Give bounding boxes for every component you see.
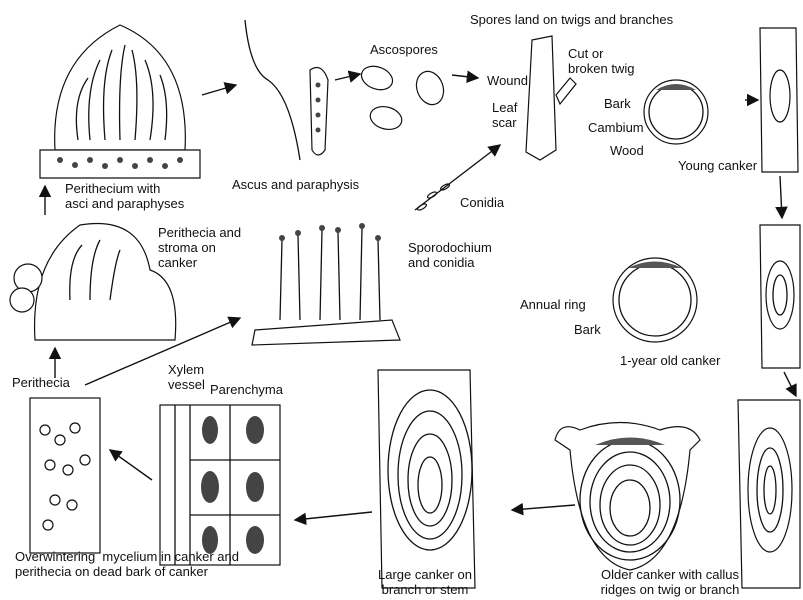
- label-parenchyma: Parenchyma: [210, 382, 283, 397]
- bark-perithecia-illustration: [30, 398, 100, 553]
- label-older-canker: Older canker with callus ridges on twig …: [565, 567, 775, 597]
- stem-1yr: [760, 225, 800, 368]
- ascospores-illustration: [358, 62, 448, 133]
- label-large-canker: Large canker on branch or stem: [345, 567, 505, 597]
- stem-older: [738, 400, 800, 588]
- label-bark-1yr: Bark: [574, 322, 601, 337]
- xylem-parenchyma-illustration: [160, 405, 280, 565]
- label-wound: Wound: [482, 73, 528, 88]
- label-ascus-paraphysis: Ascus and paraphysis: [232, 177, 359, 192]
- label-perithecium-asci: Perithecium with asci and paraphyses: [65, 181, 184, 211]
- label-bark-young: Bark: [604, 96, 631, 111]
- label-annual-ring: Annual ring: [520, 297, 586, 312]
- older-canker-section: [555, 423, 700, 571]
- label-overwintering: Overwintering mycelium in canker and per…: [15, 549, 239, 579]
- young-canker-section: [644, 80, 708, 144]
- label-cambium: Cambium: [588, 120, 644, 135]
- label-one-year-canker: 1-year old canker: [620, 353, 720, 368]
- label-wood: Wood: [610, 143, 644, 158]
- label-leaf-scar: Leaf scar: [492, 100, 517, 130]
- ascus-illustration: [245, 20, 328, 160]
- perithecia-stroma-illustration: [10, 223, 176, 340]
- perithecium-illustration: [40, 25, 200, 178]
- label-perithecia: Perithecia: [12, 375, 70, 390]
- label-cut-twig: Cut or broken twig: [568, 46, 634, 76]
- label-spores-land: Spores land on twigs and branches: [470, 12, 673, 27]
- one-year-canker-section: [613, 258, 697, 342]
- large-canker-illustration: [378, 370, 475, 588]
- stem-young: [760, 28, 798, 172]
- label-ascospores: Ascospores: [370, 42, 438, 57]
- label-xylem-vessel: Xylem vessel: [168, 362, 205, 392]
- label-conidia: Conidia: [460, 195, 504, 210]
- label-sporodochium: Sporodochium and conidia: [408, 240, 492, 270]
- label-young-canker: Young canker: [678, 158, 757, 173]
- label-perithecia-stroma: Perithecia and stroma on canker: [158, 225, 241, 270]
